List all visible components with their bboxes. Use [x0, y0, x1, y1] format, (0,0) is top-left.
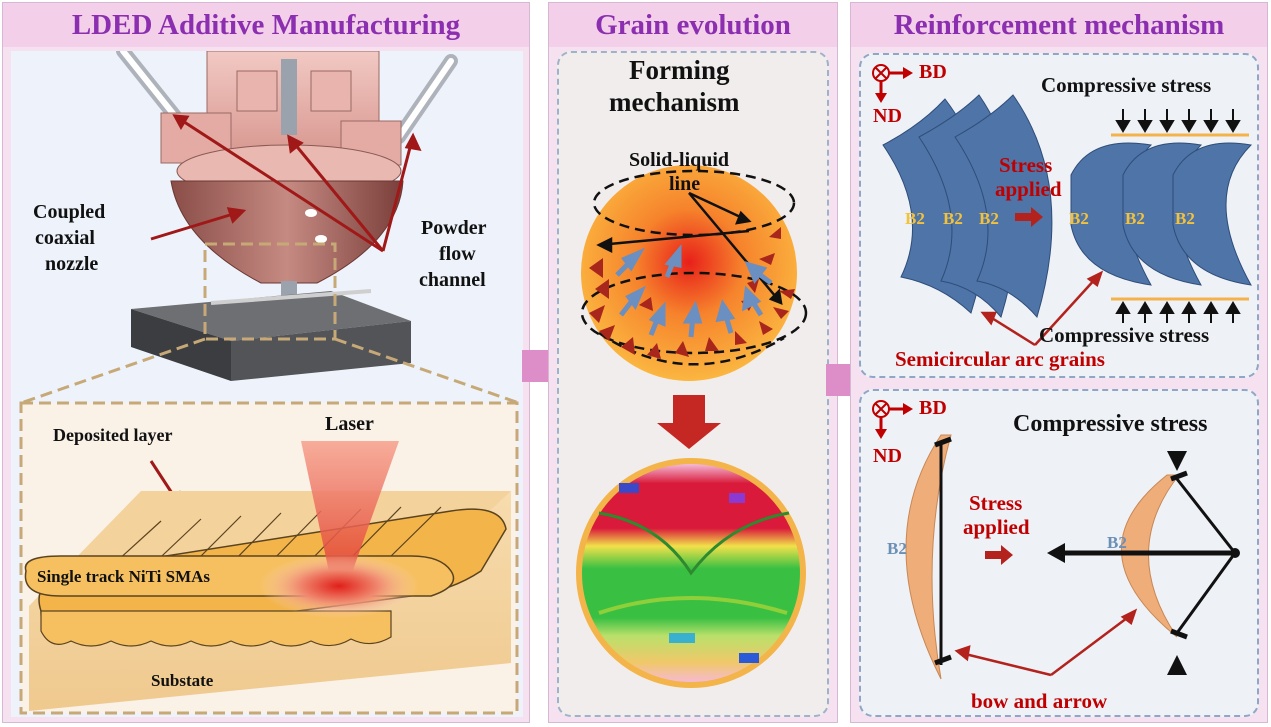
label-substate: Substate: [151, 671, 214, 690]
stress-arrow-1: [1015, 207, 1043, 227]
label-b2-l2: B2: [943, 209, 963, 228]
label-applied-2: applied: [963, 515, 1030, 539]
label-forming-2: mechanism: [609, 87, 740, 117]
label-solid-liquid-1: Solid-liquid: [629, 149, 730, 171]
panel-title-grain: Grain evolution: [549, 3, 837, 47]
bow-grain-left: [905, 434, 952, 680]
label-bow-arrow: bow and arrow: [971, 689, 1108, 713]
solid-liquid-arrows: [596, 191, 783, 305]
growth-arrows-blue: [615, 244, 773, 338]
down-arrow: [657, 395, 721, 449]
label-single-track: Single track NiTi SMAs: [37, 567, 211, 586]
label-nd-bottom: ND: [873, 445, 902, 467]
reinforcement-bottom-box: BD ND Compressive stress Stress applied …: [859, 389, 1259, 717]
label-flow: flow: [439, 243, 476, 265]
grain-illustration: [576, 165, 808, 688]
compressive-arrows-up: [1115, 301, 1241, 323]
label-semicircular: Semicircular arc grains: [895, 347, 1105, 371]
label-solid-liquid-2: line: [669, 173, 701, 195]
melt-pool: [259, 554, 419, 618]
load-down-triangle: [1167, 451, 1187, 471]
arc-grains-right: [1070, 142, 1253, 286]
bow-grain-right: [1121, 474, 1181, 638]
load-up-triangle: [1167, 655, 1187, 675]
label-compressive-lower: Compressive stress: [1013, 411, 1208, 437]
label-b2-r3: B2: [1175, 209, 1195, 228]
panel-ldem: LDED Additive Manufacturing: [2, 2, 530, 723]
label-b2-r1: B2: [1069, 209, 1089, 228]
compressive-arrows-down: [1115, 109, 1241, 133]
label-powder: Powder: [421, 217, 487, 239]
semicircular-callouts: [980, 270, 1104, 347]
arc-grains-illustration: [872, 64, 1253, 347]
label-nozzle: nozzle: [45, 253, 99, 275]
label-compressive-bottom: Compressive stress: [1039, 323, 1210, 347]
panel-reinforcement: Reinforcement mechanism: [850, 2, 1268, 723]
label-stress-2: Stress: [969, 491, 1023, 515]
label-b2-r2: B2: [1125, 209, 1145, 228]
label-forming-1: Forming: [629, 55, 730, 85]
label-compressive-top: Compressive stress: [1041, 73, 1212, 97]
laser-beam: [301, 441, 399, 581]
bow-callouts: [954, 608, 1138, 677]
ldem-content: Coupled coaxial nozzle Powder flow chann…: [11, 51, 523, 717]
growth-arrows-red: [589, 227, 795, 359]
label-channel: channel: [419, 269, 486, 291]
bow-arrow-illustration: [872, 400, 1240, 680]
panel-title-ldem: LDED Additive Manufacturing: [3, 3, 529, 47]
label-coupled: Coupled: [33, 201, 106, 223]
label-applied-1: applied: [995, 177, 1062, 201]
panel-grain: Grain evolution: [548, 2, 838, 723]
label-b2-l3: B2: [979, 209, 999, 228]
substrate-bar: [131, 291, 411, 341]
label-b2-l1: B2: [905, 209, 925, 228]
label-b2-bow-right: B2: [1107, 533, 1127, 552]
label-bd-bottom: BD: [919, 397, 947, 419]
grain-content: Forming mechanism Solid-liquid line: [557, 51, 829, 717]
label-deposited-layer: Deposited layer: [53, 425, 173, 445]
label-b2-bow-left: B2: [887, 539, 907, 558]
label-laser: Laser: [325, 413, 374, 435]
stress-arrow-2: [985, 545, 1013, 565]
ldem-illustration: [19, 51, 520, 715]
arc-grains-left: [882, 94, 1053, 319]
label-bd-top: BD: [919, 61, 947, 83]
label-coaxial: coaxial: [35, 227, 95, 249]
label-nd-top: ND: [873, 105, 902, 127]
reinforcement-top-box: BD ND Compressive stress Stress applied …: [859, 53, 1259, 378]
zoom-box: [203, 242, 337, 341]
panel-title-reinforcement: Reinforcement mechanism: [851, 3, 1267, 47]
label-stress-1: Stress: [999, 153, 1053, 177]
